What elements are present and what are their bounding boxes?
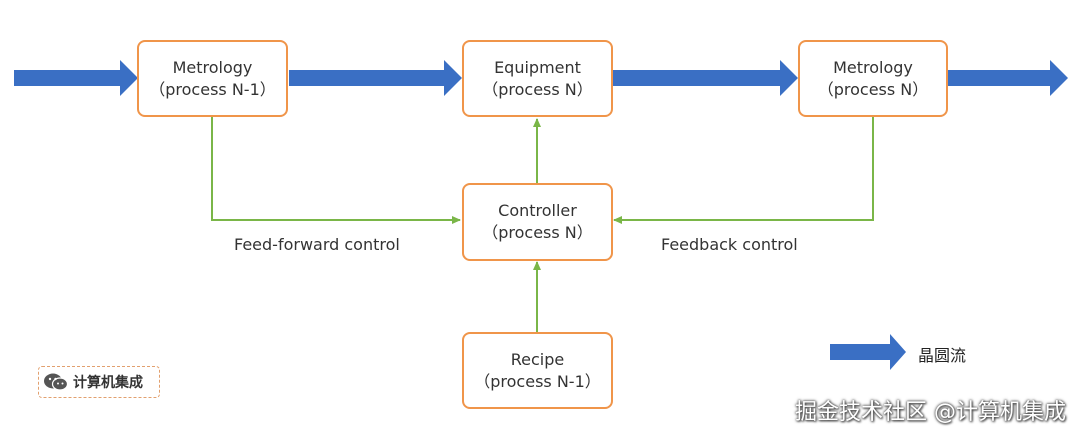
equipment-title: Equipment xyxy=(494,57,581,77)
recipe-subtitle: （process N-1） xyxy=(474,371,601,391)
metrology-prev-subtitle: （process N-1） xyxy=(149,79,276,99)
controller-subtitle: （process N） xyxy=(482,223,593,242)
flow-arrow-equipment-to-metrology xyxy=(613,60,798,96)
metrology-curr-title: Metrology xyxy=(833,57,913,77)
legend-label: 晶圆流 xyxy=(918,346,967,365)
controller-node[interactable]: Controller （process N） xyxy=(462,183,613,261)
equipment-subtitle: （process N） xyxy=(482,79,593,99)
feedback-label: Feedback control xyxy=(661,235,798,254)
metrology-curr-node[interactable]: Metrology （process N） xyxy=(798,40,948,117)
feed-forward-line xyxy=(211,117,461,224)
legend-arrow xyxy=(830,334,906,370)
wechat-icon xyxy=(44,373,69,391)
source-badge: 计算机集成 xyxy=(38,366,160,398)
feed-forward-label: Feed-forward control xyxy=(234,235,400,254)
recipe-node[interactable]: Recipe （process N-1） xyxy=(462,332,613,409)
flow-arrow-output xyxy=(948,60,1068,96)
flow-arrow-metrology-to-equipment xyxy=(289,60,462,96)
feedback-line xyxy=(613,117,874,224)
recipe-title: Recipe xyxy=(510,349,565,369)
metrology-curr-subtitle: （process N） xyxy=(817,79,929,99)
flow-arrow-input xyxy=(14,60,138,96)
badge-text: 计算机集成 xyxy=(73,375,143,391)
watermark-text: 掘金技术社区 @计算机集成 xyxy=(795,400,1066,425)
metrology-prev-node[interactable]: Metrology （process N-1） xyxy=(137,40,288,117)
metrology-prev-title: Metrology xyxy=(172,57,253,77)
equipment-node[interactable]: Equipment （process N） xyxy=(462,40,613,117)
controller-title: Controller xyxy=(498,201,577,220)
